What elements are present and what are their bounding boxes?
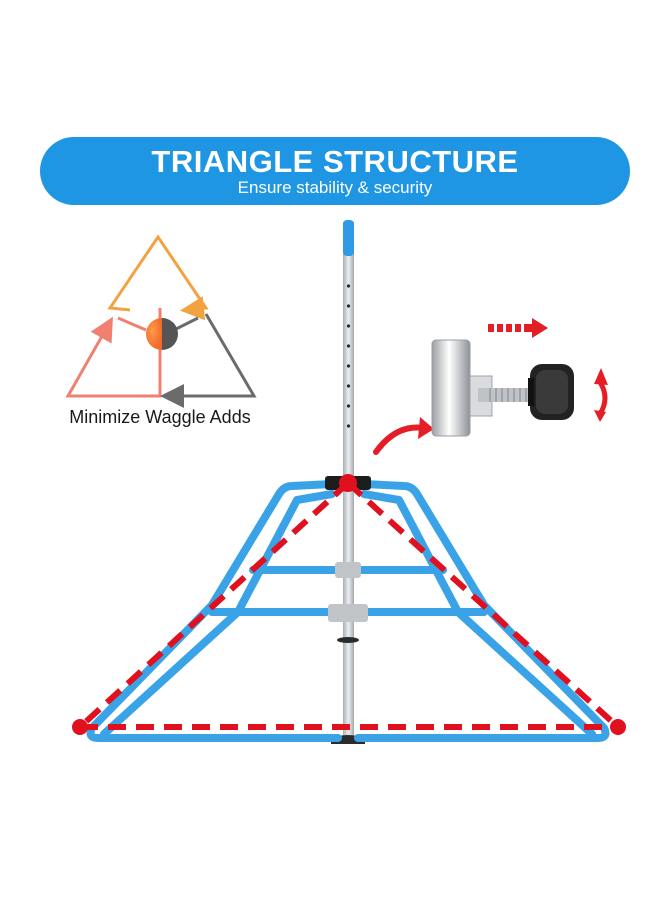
dashed-arrow-right-icon — [488, 318, 548, 338]
banner-title: TRIANGLE STRUCTURE — [151, 144, 519, 179]
title-banner: TRIANGLE STRUCTURE Ensure stability & se… — [40, 137, 630, 205]
frame-joints — [325, 476, 371, 622]
rotate-arrow-icon — [594, 368, 608, 422]
stability-triangle — [77, 480, 621, 730]
triangle-caption: Minimize Waggle Adds — [69, 407, 251, 427]
left-point — [72, 719, 88, 735]
clamp-knob-icon — [431, 339, 574, 437]
triangle-force-diagram-icon — [65, 234, 257, 408]
apex-point — [339, 474, 357, 492]
right-point — [610, 719, 626, 735]
banner-subtitle: Ensure stability & security — [237, 178, 433, 197]
curved-arrow-icon — [373, 424, 427, 455]
